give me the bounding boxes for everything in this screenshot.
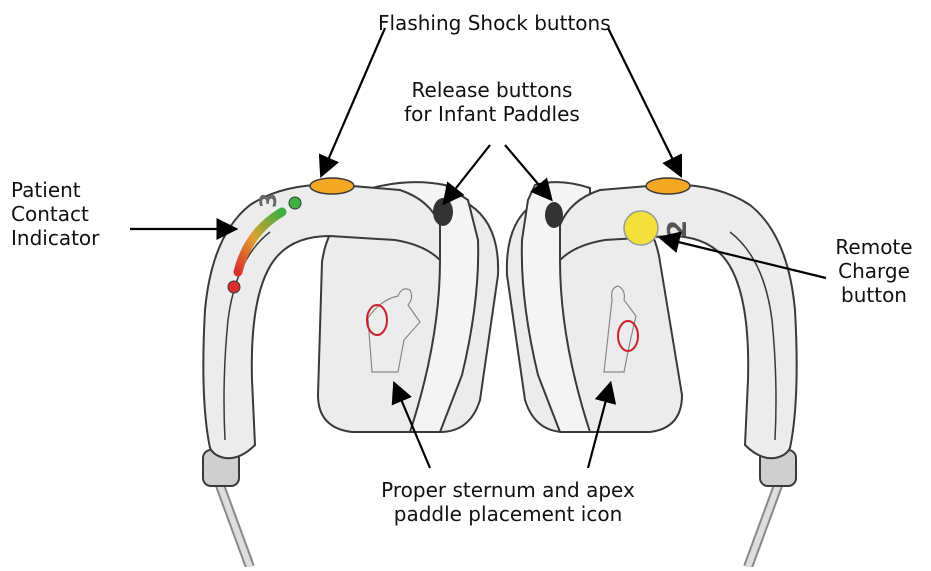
remote-line-3: button <box>824 283 924 307</box>
release-line-2: for Infant Paddles <box>392 102 592 126</box>
placement-line-2: paddle placement icon <box>358 502 658 526</box>
patient-line-2: Contact <box>11 202 99 226</box>
release-line-1: Release buttons <box>392 78 592 102</box>
label-flashing-shock: Flashing Shock buttons <box>378 11 611 35</box>
left-release-button[interactable] <box>433 198 453 226</box>
left-paddle-number: 3 <box>257 193 282 208</box>
right-paddle-number: 2 <box>663 220 693 238</box>
label-placement-icon: Proper sternum and apex paddle placement… <box>358 478 658 526</box>
arrow-shock-left <box>322 28 385 174</box>
left-cable <box>203 450 250 567</box>
arrow-release-right <box>505 145 550 198</box>
right-cable <box>748 450 796 567</box>
left-green-marker-icon <box>289 197 301 209</box>
right-shock-button[interactable] <box>646 178 690 194</box>
left-red-marker-icon <box>228 281 240 293</box>
patient-line-3: Indicator <box>11 226 99 250</box>
remote-line-2: Charge <box>824 259 924 283</box>
arrow-release-left <box>445 145 490 202</box>
label-patient-contact: Patient Contact Indicator <box>11 178 99 250</box>
left-paddle: 3 <box>203 178 498 458</box>
label-remote-charge: Remote Charge button <box>824 235 924 307</box>
remote-charge-button[interactable] <box>624 211 658 245</box>
right-release-button[interactable] <box>545 202 563 228</box>
arrow-shock-right <box>608 28 680 174</box>
remote-line-1: Remote <box>824 235 924 259</box>
right-paddle: 2 <box>507 178 797 458</box>
placement-line-1: Proper sternum and apex <box>358 478 658 502</box>
label-release-buttons: Release buttons for Infant Paddles <box>392 78 592 126</box>
patient-line-1: Patient <box>11 178 99 202</box>
left-shock-button[interactable] <box>310 178 354 194</box>
